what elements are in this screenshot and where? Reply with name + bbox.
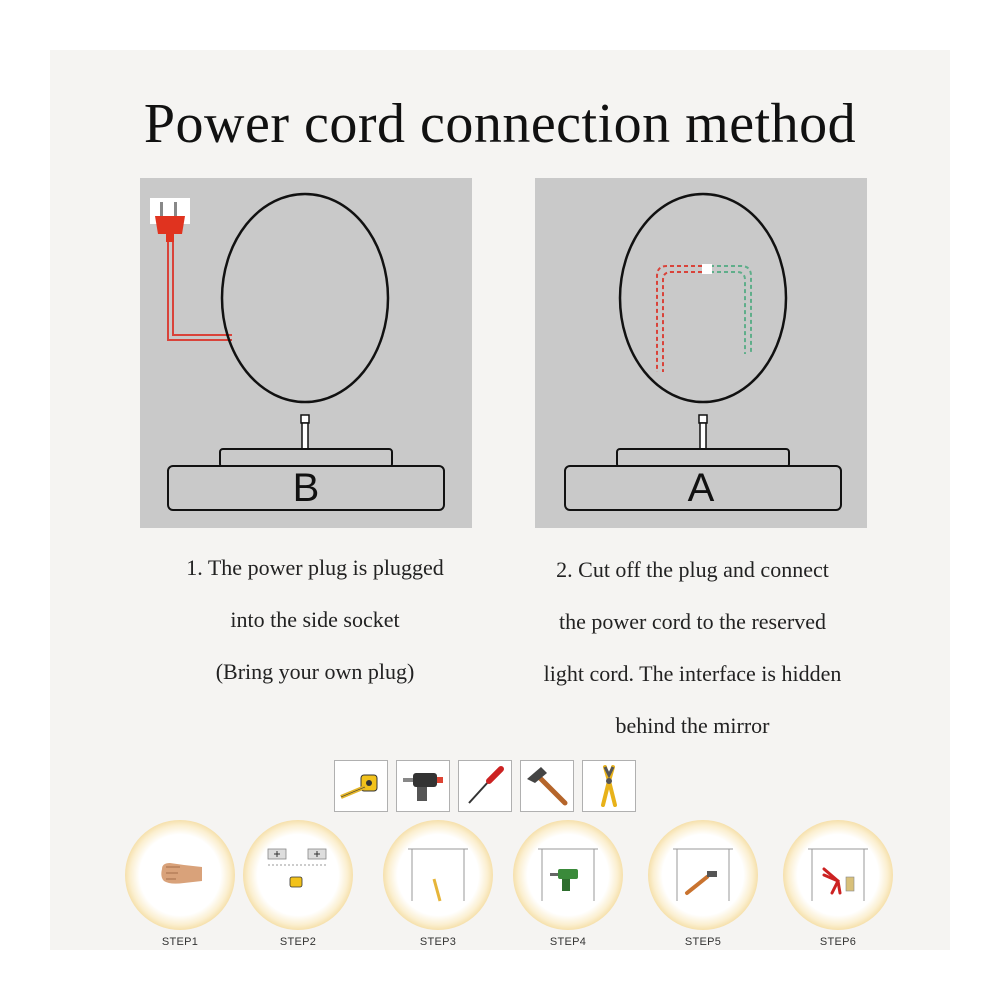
mirror-outline (220, 192, 390, 404)
page-title: Power cord connection method (143, 93, 857, 155)
step-2-disc (243, 820, 353, 930)
fist-icon (161, 863, 202, 884)
step-1: STEP1 (115, 820, 245, 948)
power-cord-icon (167, 242, 232, 341)
drill-icon (396, 760, 450, 812)
step-4-disc (513, 820, 623, 930)
level-marks-icon (267, 848, 327, 888)
caption-line: (Bring your own plug) (215, 659, 415, 684)
caption-line: 2. Cut off the plug and connect (556, 557, 829, 582)
light-cord-green (710, 265, 752, 354)
caption-b: 1. The power plug is plugged into the si… (140, 542, 490, 698)
step-5-disc (648, 820, 758, 930)
drill-icon (538, 848, 598, 901)
step-3: STEP3 (373, 820, 503, 948)
step-3-disc (383, 820, 493, 930)
step-label: STEP6 (819, 936, 857, 948)
panel-a-hidden-interface: A (535, 178, 867, 528)
connector-block (702, 264, 712, 274)
caption-line: 1. The power plug is plugged (186, 555, 444, 580)
pliers-icon (808, 848, 868, 901)
mirror-b-diagram (150, 192, 445, 511)
hammer-icon (520, 760, 574, 812)
step-label: STEP3 (419, 936, 457, 948)
step-label: STEP2 (279, 936, 317, 948)
step-label: STEP5 (684, 936, 722, 948)
step-1-disc (125, 820, 235, 930)
step-5: STEP5 (638, 820, 768, 948)
step-6-disc (783, 820, 893, 930)
screwdriver-icon (458, 760, 512, 812)
step-6: STEP6 (773, 820, 903, 948)
caption-line: into the side socket (230, 607, 400, 632)
caption-line: behind the mirror (615, 713, 770, 738)
caption-line: light cord. The interface is hidden (543, 661, 842, 686)
pliers-icon (582, 760, 636, 812)
panel-b-side-socket: B (140, 178, 472, 528)
panel-letter: B (292, 466, 320, 510)
power-plug-icon (150, 198, 190, 242)
light-cord-red (656, 265, 702, 372)
mirror-outline (618, 192, 788, 404)
pencil-mark-icon (408, 848, 468, 902)
step-2: STEP2 (233, 820, 363, 948)
step-label: STEP1 (161, 936, 199, 948)
panel-letter: A (687, 466, 715, 510)
mirror-a-diagram (564, 192, 842, 511)
step-4: STEP4 (503, 820, 633, 948)
tape-measure-icon (334, 760, 388, 812)
caption-a: 2. Cut off the plug and connect the powe… (505, 544, 880, 752)
caption-line: the power cord to the reserved (559, 609, 826, 634)
tools-row (334, 760, 636, 812)
hammer-icon (673, 848, 733, 901)
step-label: STEP4 (549, 936, 587, 948)
